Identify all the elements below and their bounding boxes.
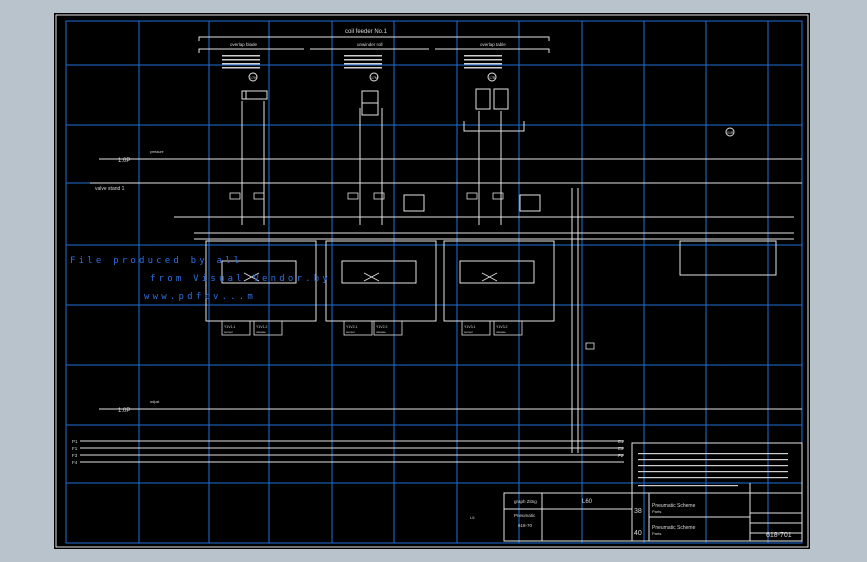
- level-note-1: pressure: [150, 150, 164, 154]
- drawing-sheet: coil feeder No.1 overlap blade unwinder …: [54, 13, 810, 549]
- checked-label: Pneumatic: [514, 513, 536, 518]
- pneumatic-schematic: coil feeder No.1 overlap blade unwinder …: [55, 14, 809, 548]
- pages-b: 40: [634, 530, 642, 537]
- valve-label-5: Y1V3.1: [464, 325, 476, 329]
- sub-label-4: release: [376, 330, 386, 334]
- rail-1: P1: [72, 439, 78, 444]
- main-title: coil feeder No.1: [345, 29, 388, 35]
- rail-3: F3: [72, 453, 78, 458]
- title-line-1: Pneumatic Scheme: [652, 503, 696, 509]
- sub-label-5: sensor: [464, 330, 473, 334]
- title-line-3: Pneumatic Scheme: [652, 525, 696, 531]
- watermark-line-3: www.pdfcv...m: [144, 292, 256, 302]
- drawn-label: graph Zitng: [514, 499, 537, 504]
- level-top: 1.0P: [118, 158, 130, 164]
- level-note-2: adjust: [150, 400, 159, 404]
- sub-label-3: sensor: [346, 330, 355, 334]
- sub-label-2: release: [256, 330, 266, 334]
- rail-right-1: E1: [618, 439, 624, 444]
- watermark-line-2: from Visual Vendor.by: [150, 274, 331, 284]
- section-label-3: overlap table: [480, 42, 506, 47]
- valve-stand-label: valve stand 1: [95, 186, 125, 192]
- level-bottom: 1.0P: [118, 408, 130, 414]
- section-id-2: 17M: [371, 76, 378, 80]
- title-line-4: Parts: [652, 531, 661, 536]
- sub-label-6: release: [496, 330, 506, 334]
- section-id-1: 17H: [250, 76, 257, 80]
- rail-4: F4: [72, 460, 78, 465]
- valve-label-2: Y1V1.2: [256, 325, 268, 329]
- section-id-3: 17B: [489, 76, 496, 80]
- drawing-code: 618-70: [518, 523, 533, 528]
- side-id: 01R: [727, 131, 734, 135]
- pages-a: 38: [634, 508, 642, 515]
- valve-label-1: Y1V1.1: [224, 325, 236, 329]
- sub-label-1: sensor: [224, 330, 233, 334]
- outer-frame: [55, 14, 809, 548]
- corner-code: L5: [470, 515, 475, 520]
- watermark-line-1: File produced by all: [70, 256, 242, 266]
- section-label-1: overlap blade: [230, 42, 258, 47]
- title-line-2: Parts: [652, 509, 661, 514]
- inner-frame: [65, 20, 803, 544]
- document-number: 618-701: [766, 532, 792, 539]
- rail-2: F1: [72, 446, 78, 451]
- rev-label: L60: [582, 499, 593, 505]
- section-label-2: unwinder roll: [357, 42, 383, 47]
- valve-label-4: Y1V2.2: [376, 325, 388, 329]
- valve-label-3: Y1V2.1: [346, 325, 358, 329]
- valve-label-6: Y1V3.2: [496, 325, 508, 329]
- rail-right-3: F2: [618, 453, 624, 458]
- rail-right-2: E2: [618, 446, 624, 451]
